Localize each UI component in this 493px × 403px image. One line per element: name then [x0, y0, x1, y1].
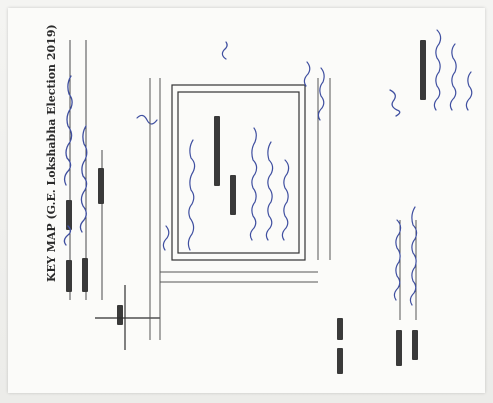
paper-sheet — [8, 8, 485, 393]
bottom-left-form — [393, 206, 418, 366]
signature-stamp-area — [389, 29, 473, 117]
building-outline — [171, 84, 306, 261]
printed-labels — [66, 168, 123, 325]
handwritten-top-marks — [136, 41, 228, 125]
handwritten-map-labels — [162, 61, 325, 251]
compass-cross — [95, 285, 160, 350]
road-lines — [149, 78, 331, 340]
signature-mark — [389, 89, 401, 117]
handwritten-entries-left — [63, 75, 88, 246]
building-room-label — [214, 116, 236, 215]
bottom-printed-text — [337, 318, 343, 374]
